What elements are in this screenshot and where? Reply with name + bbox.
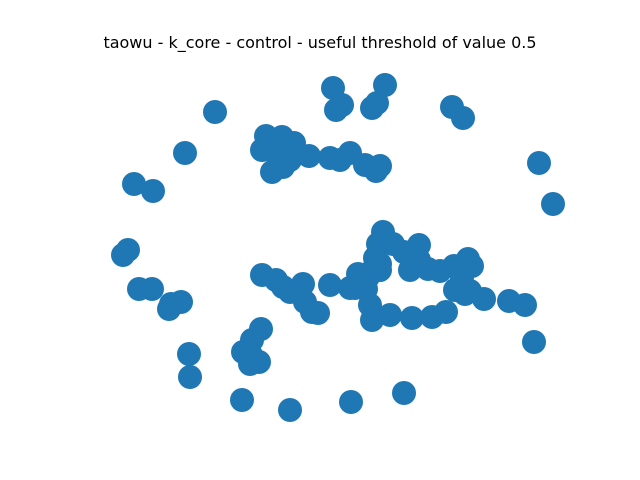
graph-node-7 [451, 106, 475, 130]
graph-node-89 [278, 398, 302, 422]
graph-node-22 [260, 160, 284, 184]
graph-node-10 [122, 172, 146, 196]
graph-node-8 [203, 100, 227, 124]
graph-node-46 [453, 282, 477, 306]
graph-node-70 [400, 306, 424, 330]
graph-node-47 [472, 287, 496, 311]
graph-node-74 [111, 243, 135, 267]
graph-node-76 [140, 277, 164, 301]
graph-node-85 [238, 352, 262, 376]
graph-node-87 [178, 365, 202, 389]
graph-node-56 [318, 273, 342, 297]
graph-node-88 [230, 388, 254, 412]
graph-node-11 [141, 179, 165, 203]
graph-node-28 [368, 154, 392, 178]
graph-node-69 [378, 303, 402, 327]
chart-title: taowu - k_core - control - useful thresh… [103, 33, 537, 52]
node-layer [111, 73, 565, 422]
graph-node-5 [365, 91, 389, 115]
graph-node-12 [527, 151, 551, 175]
graph-node-90 [339, 390, 363, 414]
graph-node-49 [513, 293, 537, 317]
graph-node-38 [407, 248, 431, 272]
graph-node-64 [343, 276, 367, 300]
graph-node-55 [291, 272, 315, 296]
graph-node-3 [330, 93, 354, 117]
graph-node-9 [173, 141, 197, 165]
graph-node-79 [157, 297, 181, 321]
graph-node-66 [368, 258, 392, 282]
graph-node-1 [373, 73, 397, 97]
graph-node-20 [297, 144, 321, 168]
graph-node-72 [434, 300, 458, 324]
graph-node-59 [306, 301, 330, 325]
graph-node-86 [177, 342, 201, 366]
graph-node-50 [522, 330, 546, 354]
graph-node-13 [541, 192, 565, 216]
graph-node-91 [392, 381, 416, 405]
graph-node-68 [360, 308, 384, 332]
